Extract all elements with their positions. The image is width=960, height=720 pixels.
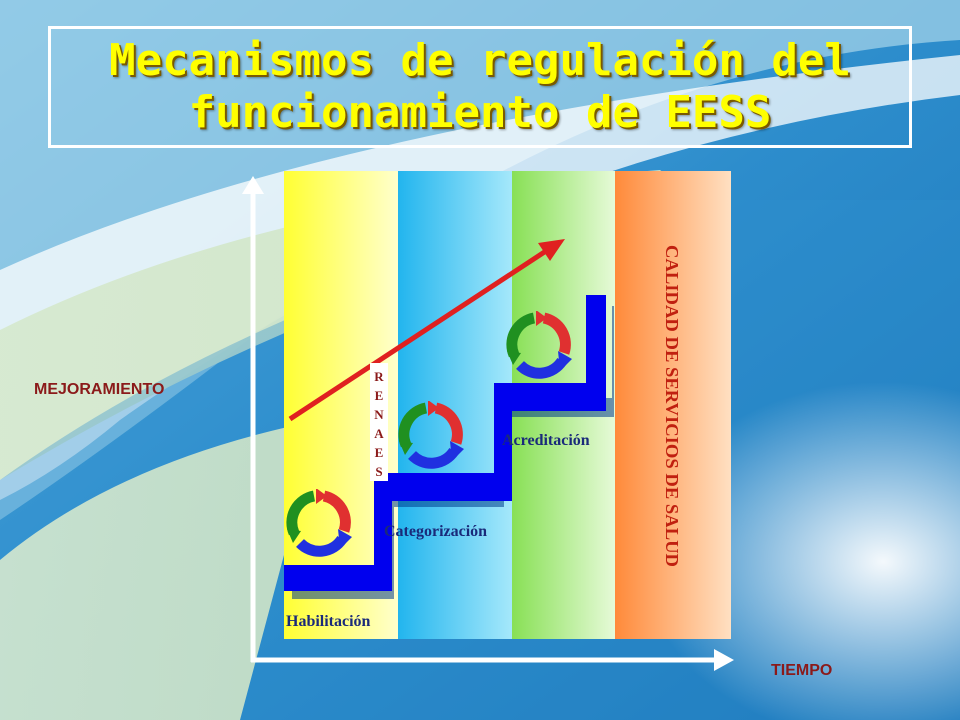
renaes-letter: S [375,464,382,479]
title-box: Mecanismos de regulación del funcionamie… [48,26,912,148]
stage-label-habilitacion: Habilitación [286,613,371,630]
stage-label-categorizacion: Categorización [384,523,487,540]
x-axis-arrowhead [714,649,734,671]
title-line-1: Mecanismos de regulación del [109,35,851,86]
stage-label-calidad: CALIDAD DE SERVICIOS DE SALUD [662,245,682,567]
y-axis-arrowhead [242,176,264,194]
title-line-2: funcionamiento de EESS [188,87,772,138]
stage-column-calidad [615,171,731,639]
trend-arrow-icon [288,239,565,422]
slide-title: Mecanismos de regulación del funcionamie… [109,35,851,139]
renaes-letter: E [375,445,384,460]
renaes-label: R E N A E S [370,363,388,481]
renaes-letter: E [375,388,384,403]
x-axis-label: TIEMPO [771,662,833,679]
stage-label-acreditacion: Acreditación [502,432,590,449]
renaes-letter: R [374,369,384,384]
quality-staircase-diagram: R E N A E S Habilitación Categorización … [284,171,731,639]
renaes-letter: A [374,426,384,441]
stage-column-categorizacion [398,171,512,639]
y-axis-label: MEJORAMIENTO [34,381,165,398]
renaes-letter: N [374,407,384,422]
